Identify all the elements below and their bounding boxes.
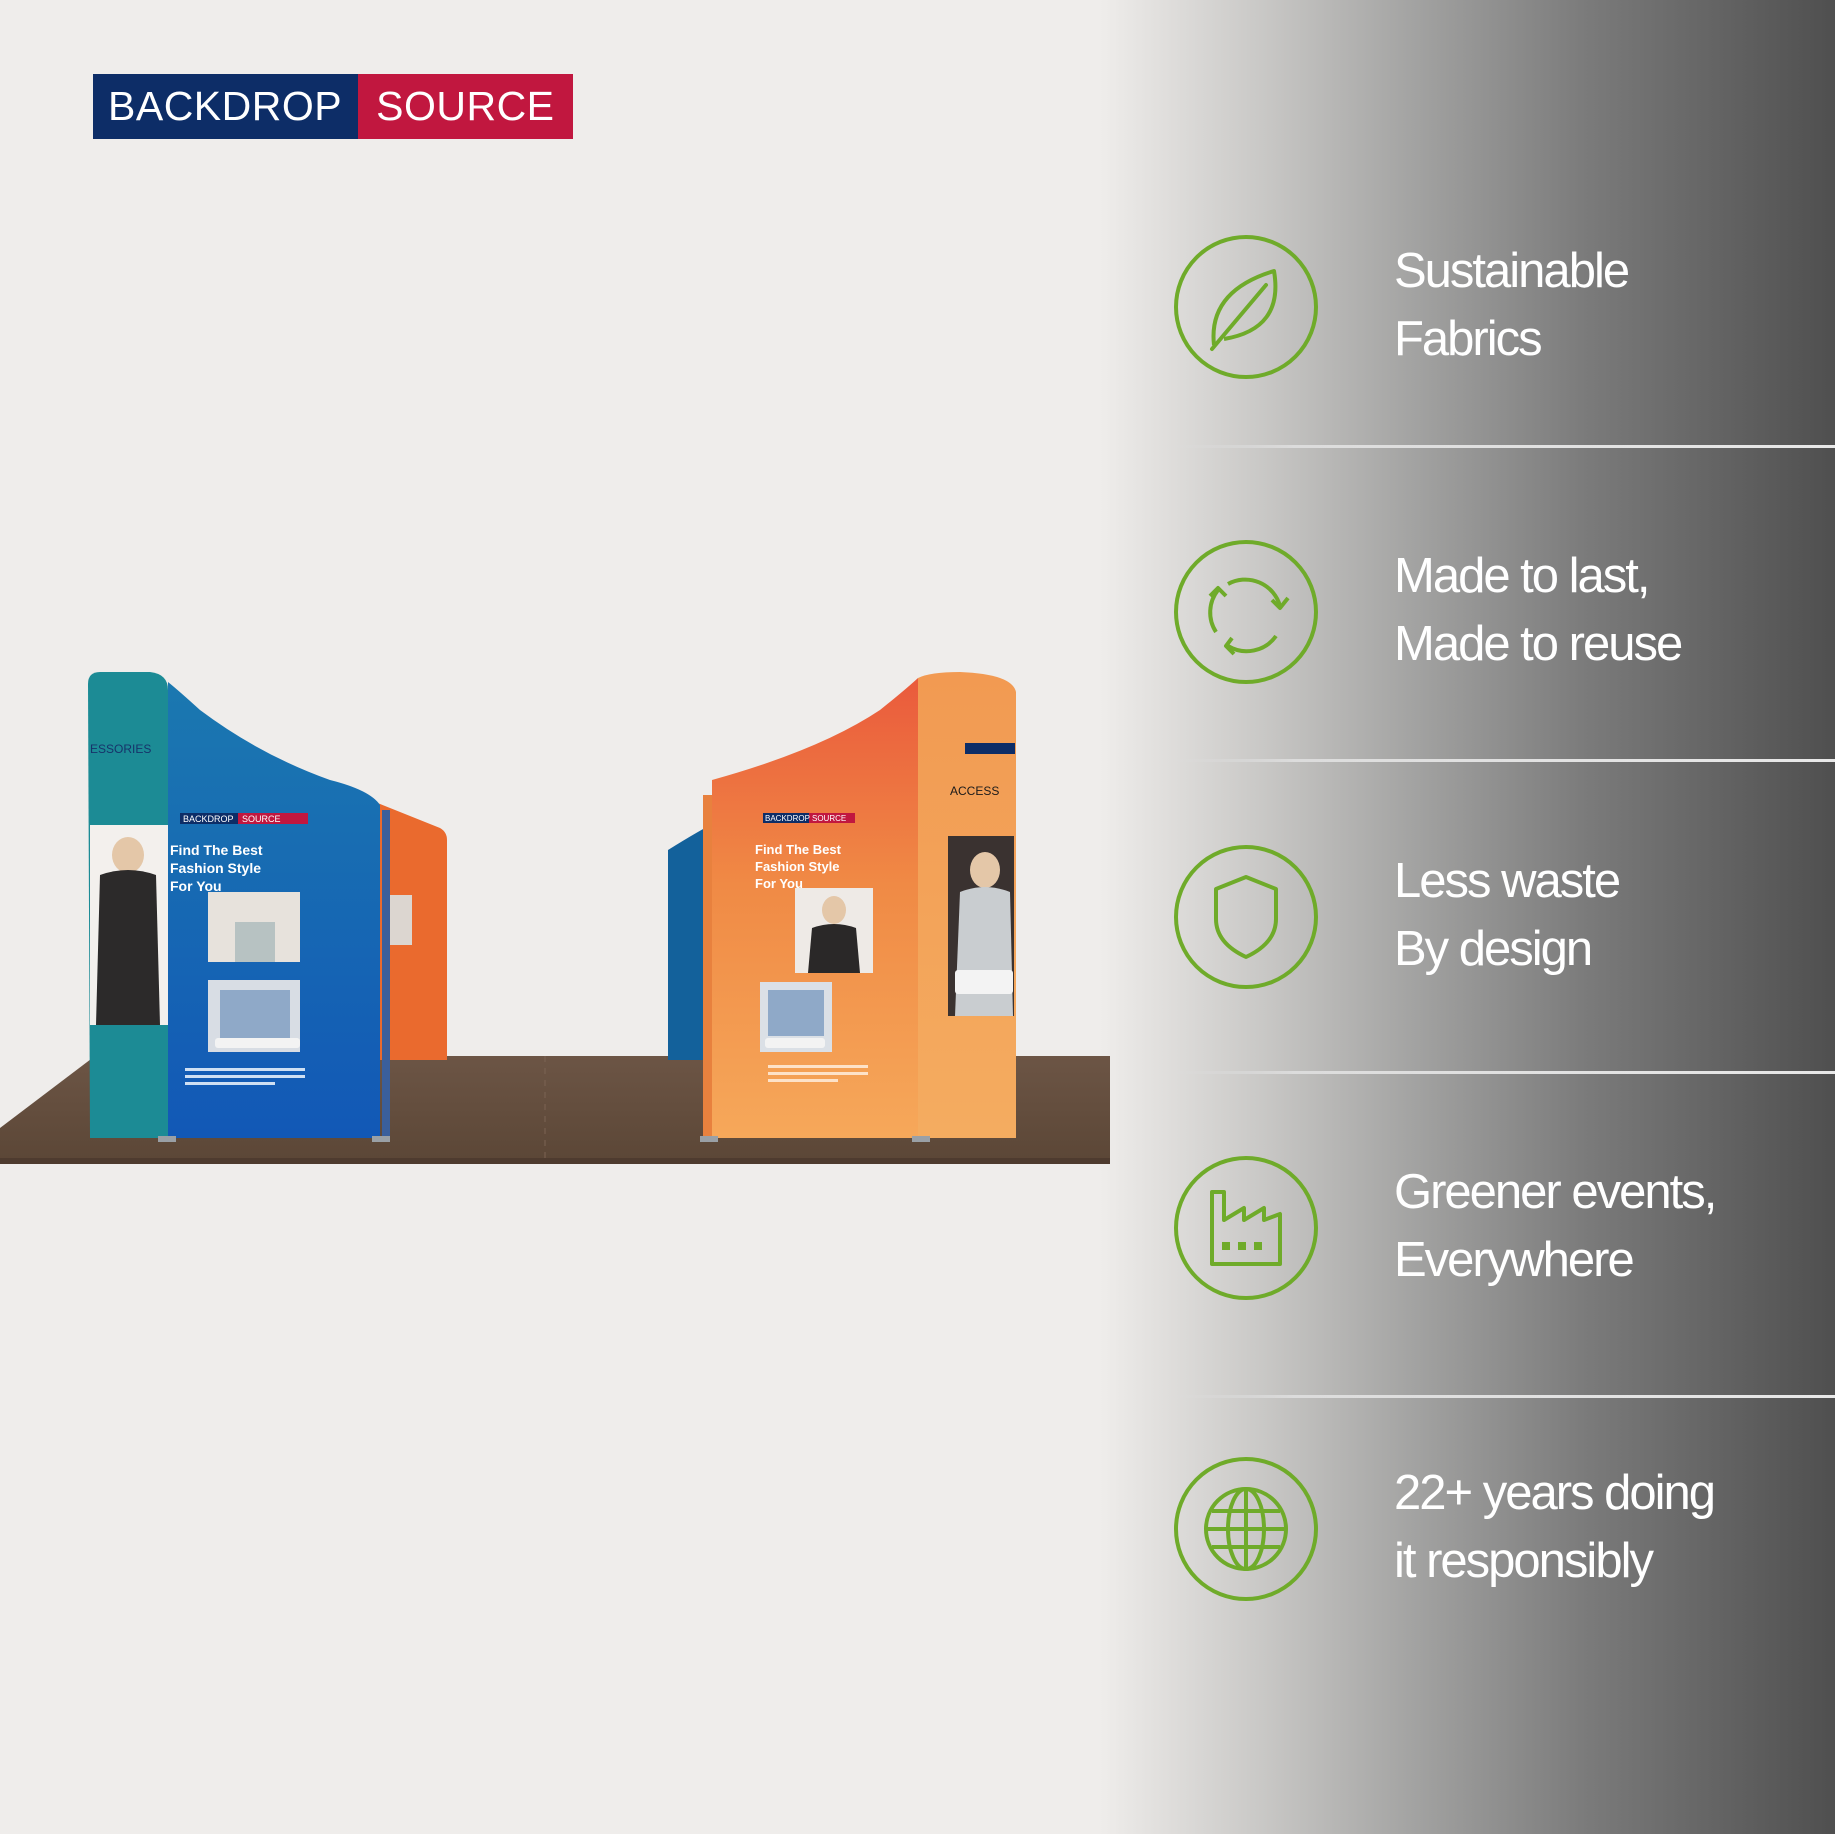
right-panel-headline-1: Find The Best (755, 842, 842, 857)
right-panel-brand: BACKDROP (765, 814, 810, 823)
left-panel-headline-2: Fashion Style (170, 860, 261, 876)
left-panel-headline-1: Find The Best (170, 842, 263, 858)
right-panel-headline-3: For You (755, 876, 803, 891)
feature-divider (1160, 1071, 1835, 1074)
exhibition-booth-illustration: ESSORIES BACKDROP SOURCE Find The Best F… (0, 672, 1110, 1164)
feature-greener-events: Greener events, Everywhere (1172, 1154, 1835, 1304)
shield-icon (1174, 845, 1318, 989)
feature-text: Greener events, Everywhere (1394, 1158, 1717, 1294)
right-panel-headline-2: Fashion Style (755, 859, 840, 874)
left-panel-headline-3: For You (170, 878, 222, 894)
feature-text: Less waste By design (1394, 847, 1621, 983)
feature-title-line2: Fabrics (1394, 312, 1543, 366)
svg-text:SOURCE: SOURCE (812, 814, 846, 823)
feature-divider (1160, 445, 1835, 448)
feature-years-responsibly: 22+ years doing it responsibly (1172, 1455, 1835, 1605)
feature-text: 22+ years doing it responsibly (1394, 1459, 1716, 1595)
logo-part-source: SOURCE (358, 74, 573, 139)
globe-icon (1174, 1457, 1318, 1601)
svg-text:ACCESS: ACCESS (950, 784, 999, 798)
feature-title-line1: 22+ years doing (1394, 1466, 1716, 1520)
feature-title-line2: Everywhere (1394, 1233, 1635, 1287)
factory-icon (1174, 1156, 1318, 1300)
feature-divider (1160, 759, 1835, 762)
feature-title-line2: it responsibly (1394, 1534, 1654, 1588)
backdrop-source-logo: BACKDROP SOURCE (93, 74, 573, 139)
feature-title-line2: Made to reuse (1394, 617, 1683, 671)
leaf-icon (1174, 235, 1318, 379)
feature-text: Sustainable Fabrics (1394, 237, 1630, 373)
feature-title-line1: Greener events, (1394, 1165, 1717, 1219)
feature-text: Made to last, Made to reuse (1394, 542, 1683, 678)
logo-part-backdrop: BACKDROP (93, 74, 359, 139)
rear-orange-panel (270, 760, 447, 1060)
feature-title-line2: By design (1394, 922, 1593, 976)
feature-divider (1160, 1395, 1835, 1398)
feature-less-waste: Less waste By design (1172, 843, 1835, 993)
recycle-arrows-icon (1174, 540, 1318, 684)
feature-title-line1: Made to last, (1394, 549, 1651, 603)
svg-text:SOURCE: SOURCE (242, 814, 281, 824)
feature-title-line1: Less waste (1394, 854, 1621, 908)
left-panel-brand: BACKDROP (183, 814, 234, 824)
feature-sustainable-fabrics: Sustainable Fabrics (1172, 233, 1835, 383)
svg-text:ESSORIES: ESSORIES (90, 742, 151, 756)
feature-title-line1: Sustainable (1394, 244, 1630, 298)
feature-made-to-reuse: Made to last, Made to reuse (1172, 538, 1835, 688)
